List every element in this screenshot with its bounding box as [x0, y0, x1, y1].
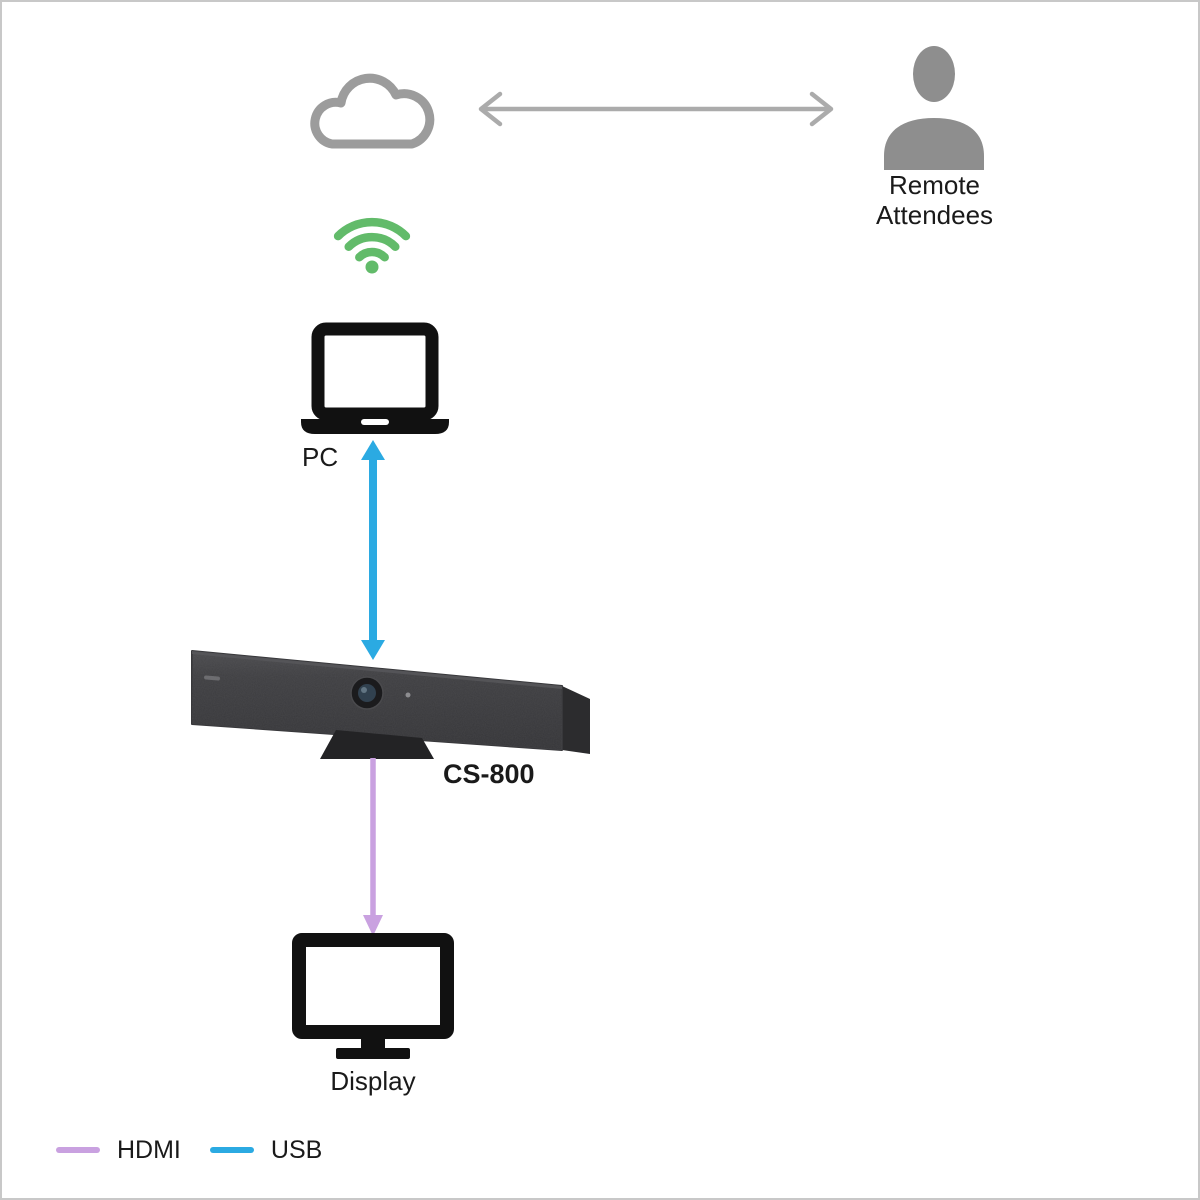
monitor-stand-base [336, 1048, 410, 1059]
wifi-arc-middle [344, 232, 400, 251]
cloud-icon [310, 73, 435, 149]
usb-arrowhead-down [361, 640, 385, 660]
hdmi-arrow [363, 758, 383, 936]
hdmi-arrowhead-down [363, 915, 383, 936]
wifi-arc-inner [355, 247, 389, 262]
remote-attendees-line2: Attendees [875, 200, 994, 230]
legend: HDMI USB [55, 1134, 350, 1166]
legend-label-hdmi: HDMI [117, 1135, 181, 1164]
display-label: Display [330, 1066, 416, 1096]
wifi-dot [365, 260, 379, 274]
legend-swatch-usb [209, 1147, 254, 1153]
legend-swatch-hdmi [56, 1147, 100, 1153]
camera-lens [358, 684, 376, 702]
cs800-device-illustration [191, 650, 590, 759]
cs800-label: CS-800 [443, 759, 535, 789]
device-top-edge [192, 651, 562, 689]
display-monitor-icon [292, 933, 454, 1059]
device-stand [320, 730, 434, 759]
status-led [405, 692, 411, 698]
remote-attendees-icon [884, 46, 984, 170]
wifi-arc-outer [333, 217, 411, 241]
laptop-base-notch [361, 419, 389, 425]
network-arrow [478, 91, 834, 127]
usb-arrow [361, 440, 385, 660]
monitor-screen [292, 933, 454, 1039]
usb-arrowhead-up [361, 440, 385, 460]
pc-label: PC [302, 442, 339, 472]
laptop-base [301, 419, 449, 434]
monitor-stand-neck [361, 1036, 385, 1050]
remote-attendees-line1: Remote [888, 170, 981, 200]
laptop-screen [311, 322, 439, 421]
device-logo-mark [204, 675, 220, 681]
network-arrowhead-right [809, 91, 834, 127]
person-head [913, 46, 955, 102]
network-arrowhead-left [478, 91, 503, 127]
person-body [884, 118, 984, 170]
legend-label-usb: USB [270, 1135, 323, 1164]
device-end-cap [562, 686, 590, 754]
cloud-outline [310, 73, 435, 149]
camera-lens-glint [361, 687, 367, 693]
pc-laptop-icon [301, 322, 449, 434]
wifi-icon [333, 217, 411, 274]
